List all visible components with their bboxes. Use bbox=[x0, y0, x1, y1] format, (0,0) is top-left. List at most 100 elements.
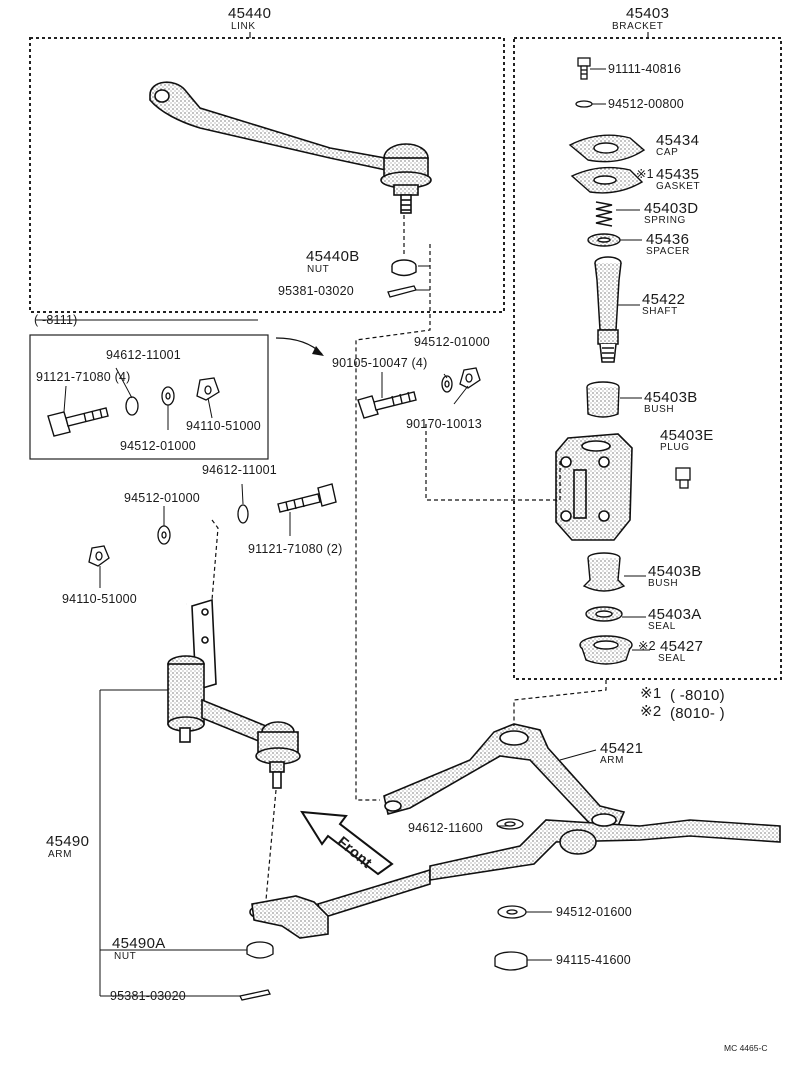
part-95381-top-number: 95381-03020 bbox=[278, 284, 354, 298]
bracket-group-name: BRACKET bbox=[612, 21, 664, 32]
part-45440B-number: 45440B bbox=[306, 248, 360, 265]
part-90170-number: 90170-10013 bbox=[406, 417, 482, 431]
leader-lines bbox=[36, 68, 650, 997]
part-45421-name: ARM bbox=[600, 755, 625, 766]
part-91121-left-number: 91121-71080 (2) bbox=[248, 542, 343, 556]
link-group-number: 45440 bbox=[228, 5, 272, 22]
idler-arm-icon bbox=[167, 598, 301, 789]
part-45440B-name: NUT bbox=[307, 264, 330, 275]
part-90105-number: 90105-10047 (4) bbox=[332, 356, 428, 370]
note-2-mark: ※2 bbox=[640, 703, 662, 720]
part-45403D-number: 45403D bbox=[644, 200, 699, 217]
note-1-mark: ※1 bbox=[640, 685, 662, 702]
spring-icon bbox=[595, 201, 613, 227]
part-91121-box-number: 91121-71080 (4) bbox=[36, 370, 131, 384]
bolt-91121-left-icon bbox=[277, 483, 337, 513]
part-45422-number: 45422 bbox=[642, 291, 686, 308]
pitman-arm-icon bbox=[383, 723, 626, 829]
nut-90170-icon bbox=[459, 367, 481, 389]
part-45435-number: 45435 bbox=[656, 166, 700, 183]
washer-11600-icon bbox=[496, 818, 524, 830]
part-45490-number: 45490 bbox=[46, 833, 90, 850]
curved-arrow-head bbox=[312, 346, 324, 356]
part-94612-box-number: 94612-11001 bbox=[106, 348, 181, 362]
part-45421-number: 45421 bbox=[600, 740, 644, 757]
part-45403A-name: SEAL bbox=[648, 621, 676, 632]
part-94110-left-number: 94110-51000 bbox=[62, 592, 137, 606]
washer-left-icon bbox=[157, 525, 171, 545]
part-45490-name: ARM bbox=[48, 849, 73, 860]
lockwasher-box-icon bbox=[125, 396, 139, 416]
early-bolt-kit-box bbox=[29, 334, 269, 460]
part-45435-mark: ※1 bbox=[636, 167, 654, 181]
part-45436-number: 45436 bbox=[646, 231, 690, 248]
bush-top-icon bbox=[586, 381, 620, 418]
plug-icon bbox=[675, 467, 691, 489]
part-45490A-name: NUT bbox=[114, 951, 137, 962]
spacer-icon bbox=[587, 233, 621, 247]
part-94612-11600-number: 94612-11600 bbox=[408, 821, 483, 835]
assembly-dashed-lines bbox=[211, 215, 607, 901]
link-group-name: LINK bbox=[231, 21, 256, 32]
part-94512-01600-number: 94512-01600 bbox=[556, 905, 632, 919]
washer-00800-icon bbox=[575, 100, 593, 108]
part-45434-number: 45434 bbox=[656, 132, 700, 149]
part-95381-bot-number: 95381-03020 bbox=[110, 989, 186, 1003]
part-91111-number: 91111-40816 bbox=[608, 62, 682, 76]
cotter-pin-top bbox=[387, 285, 417, 298]
part-45403B-top-number: 45403B bbox=[644, 389, 698, 406]
washer-01600-icon bbox=[497, 905, 527, 919]
part-45403B-bot-number: 45403B bbox=[648, 563, 702, 580]
bolt-91121-box-icon bbox=[47, 407, 109, 437]
link-nut-icon bbox=[391, 259, 417, 277]
part-45427-name: SEAL bbox=[658, 653, 686, 664]
bolt-90105-icon bbox=[357, 391, 417, 419]
washer-box-icon bbox=[161, 386, 175, 406]
cap-45434-icon bbox=[568, 134, 646, 163]
nut-45490A-icon bbox=[246, 941, 274, 959]
part-94512-mid-number: 94512-01000 bbox=[414, 335, 490, 349]
link-ball-joint bbox=[380, 143, 432, 214]
part-45427-number: 45427 bbox=[660, 638, 704, 655]
part-45403B-bot-name: BUSH bbox=[648, 578, 679, 589]
date-range-early: ( -8111) bbox=[34, 313, 78, 327]
shaft-icon bbox=[594, 256, 622, 363]
bolt-91111-icon bbox=[577, 57, 591, 80]
part-45403A-number: 45403A bbox=[648, 606, 702, 623]
part-45434-name: CAP bbox=[656, 147, 679, 158]
part-94512-00800-number: 94512-00800 bbox=[608, 97, 684, 111]
gasket-45435-icon bbox=[570, 166, 644, 194]
part-45427-mark: ※2 bbox=[638, 639, 656, 653]
part-45403D-name: SPRING bbox=[644, 215, 686, 226]
part-45403E-name: PLUG bbox=[660, 442, 690, 453]
nut-box-icon bbox=[196, 377, 220, 401]
note-1-range: ( -8010) bbox=[670, 687, 725, 704]
seal-a-icon bbox=[585, 606, 623, 622]
washer-01000-mid-icon bbox=[441, 375, 453, 393]
part-94512-box-number: 94512-01000 bbox=[120, 439, 196, 453]
seal-45427-icon bbox=[579, 635, 633, 665]
part-45403B-top-name: BUSH bbox=[644, 404, 675, 415]
part-94110-box-number: 94110-51000 bbox=[186, 419, 261, 433]
nut-41600-icon bbox=[494, 951, 528, 971]
part-45490A-number: 45490A bbox=[112, 935, 166, 952]
nut-left-icon bbox=[88, 545, 110, 567]
part-45403E-number: 45403E bbox=[660, 427, 714, 444]
relay-rod-icon bbox=[249, 813, 781, 939]
part-94512-left-number: 94512-01000 bbox=[124, 491, 200, 505]
lockwasher-left-icon bbox=[237, 504, 249, 524]
link-rod bbox=[149, 81, 387, 172]
part-45422-name: SHAFT bbox=[642, 306, 678, 317]
front-arrow-icon bbox=[300, 810, 394, 876]
bracket-housing-icon bbox=[555, 433, 633, 541]
note-2-range: (8010- ) bbox=[670, 705, 725, 722]
diagram-code: MC 4465-C bbox=[724, 1043, 768, 1053]
bracket-group-number: 45403 bbox=[626, 5, 670, 22]
cotter-pin-bottom bbox=[239, 989, 271, 1001]
bush-bottom-icon bbox=[582, 552, 626, 592]
part-45436-name: SPACER bbox=[646, 246, 690, 257]
group-header-ticks bbox=[249, 32, 649, 38]
part-94612-left-number: 94612-11001 bbox=[202, 463, 277, 477]
part-94115-41600-number: 94115-41600 bbox=[556, 953, 631, 967]
